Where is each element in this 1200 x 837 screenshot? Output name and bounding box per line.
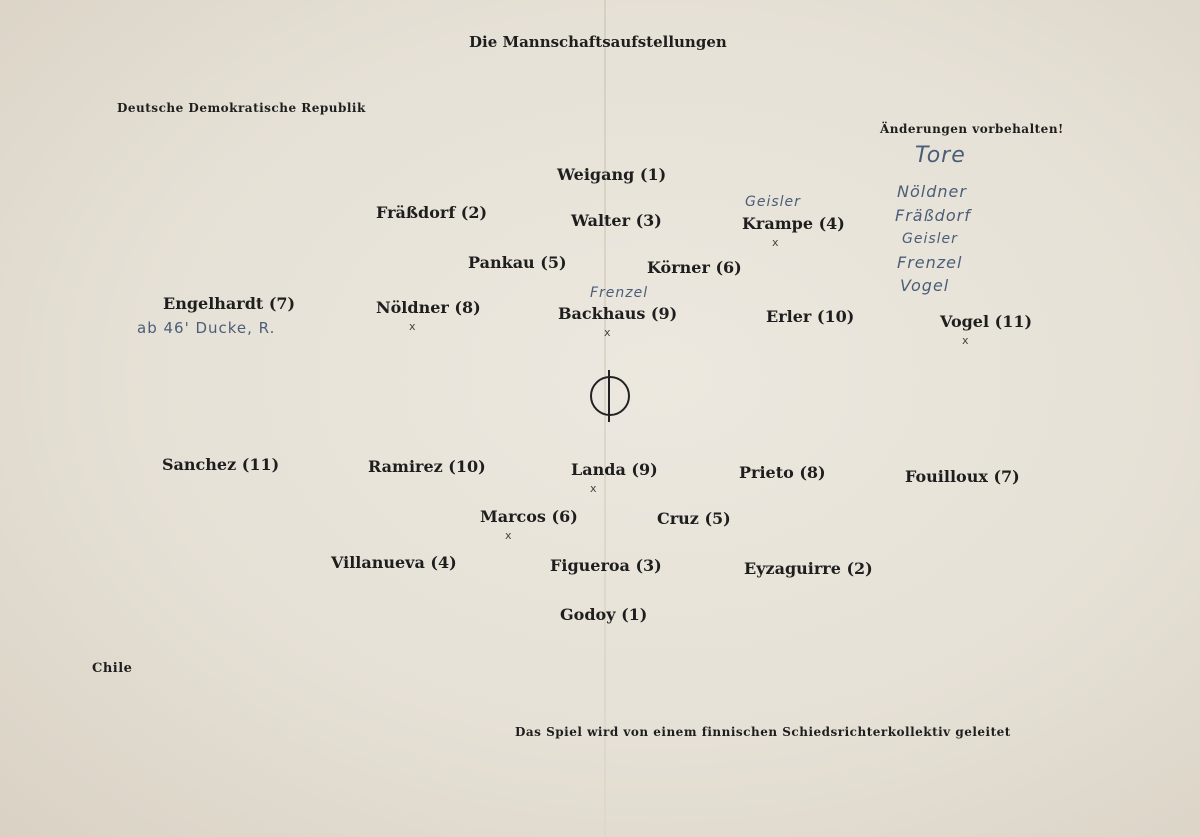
player-landa: Landa (9): [571, 460, 658, 479]
player-figueroa: Figueroa (3): [550, 556, 662, 575]
player-marcos: Marcos (6): [480, 507, 578, 526]
player-cruz: Cruz (5): [657, 509, 731, 528]
player-walter: Walter (3): [571, 211, 662, 230]
goal-mark: x: [962, 334, 969, 347]
handwritten-goal: Vogel: [900, 276, 950, 295]
paper-fold: [604, 0, 606, 837]
handwritten-goals-heading: Tore: [915, 143, 966, 168]
kickoff-symbol-icon: [590, 370, 630, 422]
player-engelhardt: Engelhardt (7): [163, 294, 296, 313]
handwritten-sub-ducke: ab 46' Ducke, R.: [137, 319, 276, 337]
player-vogel: Vogel (11): [940, 312, 1033, 331]
goal-mark: x: [409, 320, 416, 333]
player-sanchez: Sanchez (11): [162, 455, 280, 474]
goal-mark: x: [505, 529, 512, 542]
player-krampe: Krampe (4): [742, 214, 845, 233]
changes-note: Änderungen vorbehalten!: [880, 122, 1064, 136]
handwritten-goal: Nöldner: [897, 182, 967, 201]
player-backhaus: Backhaus (9): [558, 304, 678, 323]
player-koerner: Körner (6): [647, 258, 742, 277]
player-prieto: Prieto (8): [739, 463, 826, 482]
goal-mark: x: [772, 236, 779, 249]
handwritten-goal: Geisler: [902, 231, 958, 247]
player-eyzaguirre: Eyzaguirre (2): [744, 559, 873, 578]
handwritten-sub-geisler: Geisler: [745, 194, 801, 210]
player-weigang: Weigang (1): [557, 165, 667, 184]
player-fouilloux: Fouilloux (7): [905, 467, 1020, 486]
team-chile-label: Chile: [92, 661, 133, 676]
handwritten-goal: Fräßdorf: [895, 206, 971, 225]
player-villanueva: Villanueva (4): [331, 553, 457, 572]
player-ramirez: Ramirez (10): [368, 457, 486, 476]
referee-note: Das Spiel wird von einem finnischen Schi…: [515, 725, 1011, 739]
player-noeldner: Nöldner (8): [376, 298, 481, 317]
page-title: Die Mannschaftsaufstellungen: [469, 33, 727, 51]
handwritten-sub-frenzel: Frenzel: [590, 285, 649, 301]
goal-mark: x: [590, 482, 597, 495]
player-godoy: Godoy (1): [560, 605, 648, 624]
player-pankau: Pankau (5): [468, 253, 567, 272]
player-erler: Erler (10): [766, 307, 855, 326]
handwritten-goal: Frenzel: [897, 253, 963, 272]
goal-mark: x: [604, 326, 611, 339]
player-frassdorf: Fräßdorf (2): [376, 203, 488, 222]
team-ddr-label: Deutsche Demokratische Republik: [117, 101, 366, 115]
